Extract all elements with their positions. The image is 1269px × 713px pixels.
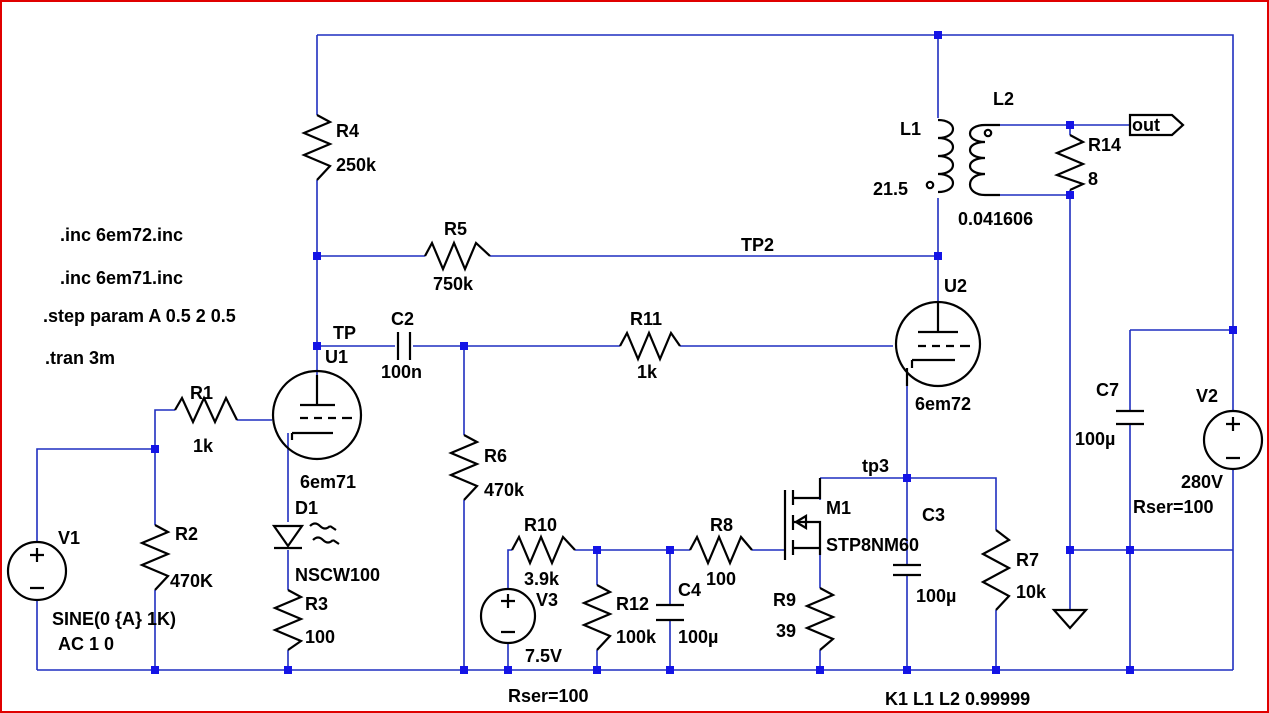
directive-text: .inc 6em72.inc .inc 6em71.inc .step para… [43,225,1030,709]
value-R14: 8 [1088,169,1098,189]
value-U2: 6em72 [915,394,971,414]
value-C7: 100µ [1075,429,1115,449]
directive-tran: .tran 3m [45,348,115,368]
label-R14: R14 [1088,135,1121,155]
net-label-tp3: tp3 [862,456,889,476]
value-C3: 100µ [916,586,956,606]
ground-symbol [1051,608,1089,630]
label-C7: C7 [1096,380,1119,400]
value-R1: 1k [193,436,214,456]
capacitor-C4[interactable] [656,603,684,622]
value-R2: 470K [170,571,213,591]
value-R8: 100 [706,569,736,589]
resistor-R10[interactable] [511,534,576,566]
label-V1: V1 [58,528,80,548]
label-R4: R4 [336,121,359,141]
label-V2: V2 [1196,386,1218,406]
net-label-out: out [1132,115,1160,135]
resistor-R3[interactable] [272,589,304,651]
label-U1: U1 [325,347,348,367]
label-R8: R8 [710,515,733,535]
value2-V2: Rser=100 [1133,497,1214,517]
resistor-R6[interactable] [448,434,480,501]
value-R7: 10k [1016,582,1047,602]
resistor-R4[interactable] [301,114,333,181]
label-R5: R5 [444,219,467,239]
resistor-R12[interactable] [581,584,613,651]
directive-inc-6em72: .inc 6em72.inc [60,225,183,245]
output-port[interactable] [1128,113,1185,137]
label-R9: R9 [773,590,796,610]
capacitor-C2[interactable] [396,332,412,360]
voltage-source-V2[interactable] [1202,409,1264,471]
label-V3: V3 [536,590,558,610]
label-R7: R7 [1016,550,1039,570]
net-labels: TP TP2 tp3 out [333,115,1160,476]
label-R10: R10 [524,515,557,535]
value-M1: STP8NM60 [826,535,919,555]
value-C4: 100µ [678,627,718,647]
value-D1: NSCW100 [295,565,380,585]
resistor-R8[interactable] [689,534,753,566]
label-R3: R3 [305,594,328,614]
inductor-L2[interactable] [968,123,1000,197]
label-R11: R11 [630,309,662,329]
voltage-source-V3[interactable] [479,587,537,645]
value-R12: 100k [616,627,657,647]
value-R3: 100 [305,627,335,647]
value-R10: 3.9k [524,569,560,589]
label-U2: U2 [944,276,967,296]
value-V2: 280V [1181,472,1223,492]
value-C2: 100n [381,362,422,382]
resistor-R14[interactable] [1053,134,1086,191]
value-L2: 0.041606 [958,209,1033,229]
resistor-R9[interactable] [804,587,836,651]
capacitor-C7[interactable] [1116,409,1144,426]
value-R11: 1k [637,362,658,382]
label-M1: M1 [826,498,851,518]
directive-inc-6em71: .inc 6em71.inc [60,268,183,288]
mosfet-M1[interactable] [783,478,822,560]
component-labels: R4 250k R5 750k C2 100n R11 1k U1 6em71 … [52,89,1223,706]
value2-V3: Rser=100 [508,686,589,706]
directive-step: .step param A 0.5 2 0.5 [43,306,236,326]
capacitor-C3[interactable] [893,563,921,577]
value-U1: 6em71 [300,472,356,492]
value-R9: 39 [776,621,796,641]
label-R2: R2 [175,524,198,544]
inductor-L1[interactable] [925,118,955,194]
junctions [151,31,1237,674]
label-C2: C2 [391,309,414,329]
value-R5: 750k [433,274,474,294]
directive-coupling: K1 L1 L2 0.99999 [885,689,1030,709]
value-R6: 470k [484,480,525,500]
voltage-source-V1[interactable] [6,540,68,602]
tube-U2[interactable] [894,300,982,388]
value-V1: SINE(0 {A} 1K) [52,609,176,629]
label-C3: C3 [922,505,945,525]
resistor-R5[interactable] [424,240,491,272]
value2-V1: AC 1 0 [58,634,114,654]
net-label-tp2: TP2 [741,235,774,255]
label-L1: L1 [900,119,921,139]
label-C4: C4 [678,580,701,600]
value-L1: 21.5 [873,179,908,199]
resistor-R2[interactable] [139,524,171,591]
net-label-tp: TP [333,323,356,343]
tube-U1[interactable] [271,369,363,461]
label-D1: D1 [295,498,318,518]
label-R6: R6 [484,446,507,466]
label-R1: R1 [190,383,213,403]
resistor-R7[interactable] [980,529,1012,611]
label-L2: L2 [993,89,1014,109]
diode-D1[interactable] [271,522,340,550]
label-R12: R12 [616,594,649,614]
value-V3: 7.5V [525,646,562,666]
resistor-R1[interactable] [174,395,238,425]
value-R4: 250k [336,155,377,175]
resistor-R11[interactable] [619,330,681,362]
